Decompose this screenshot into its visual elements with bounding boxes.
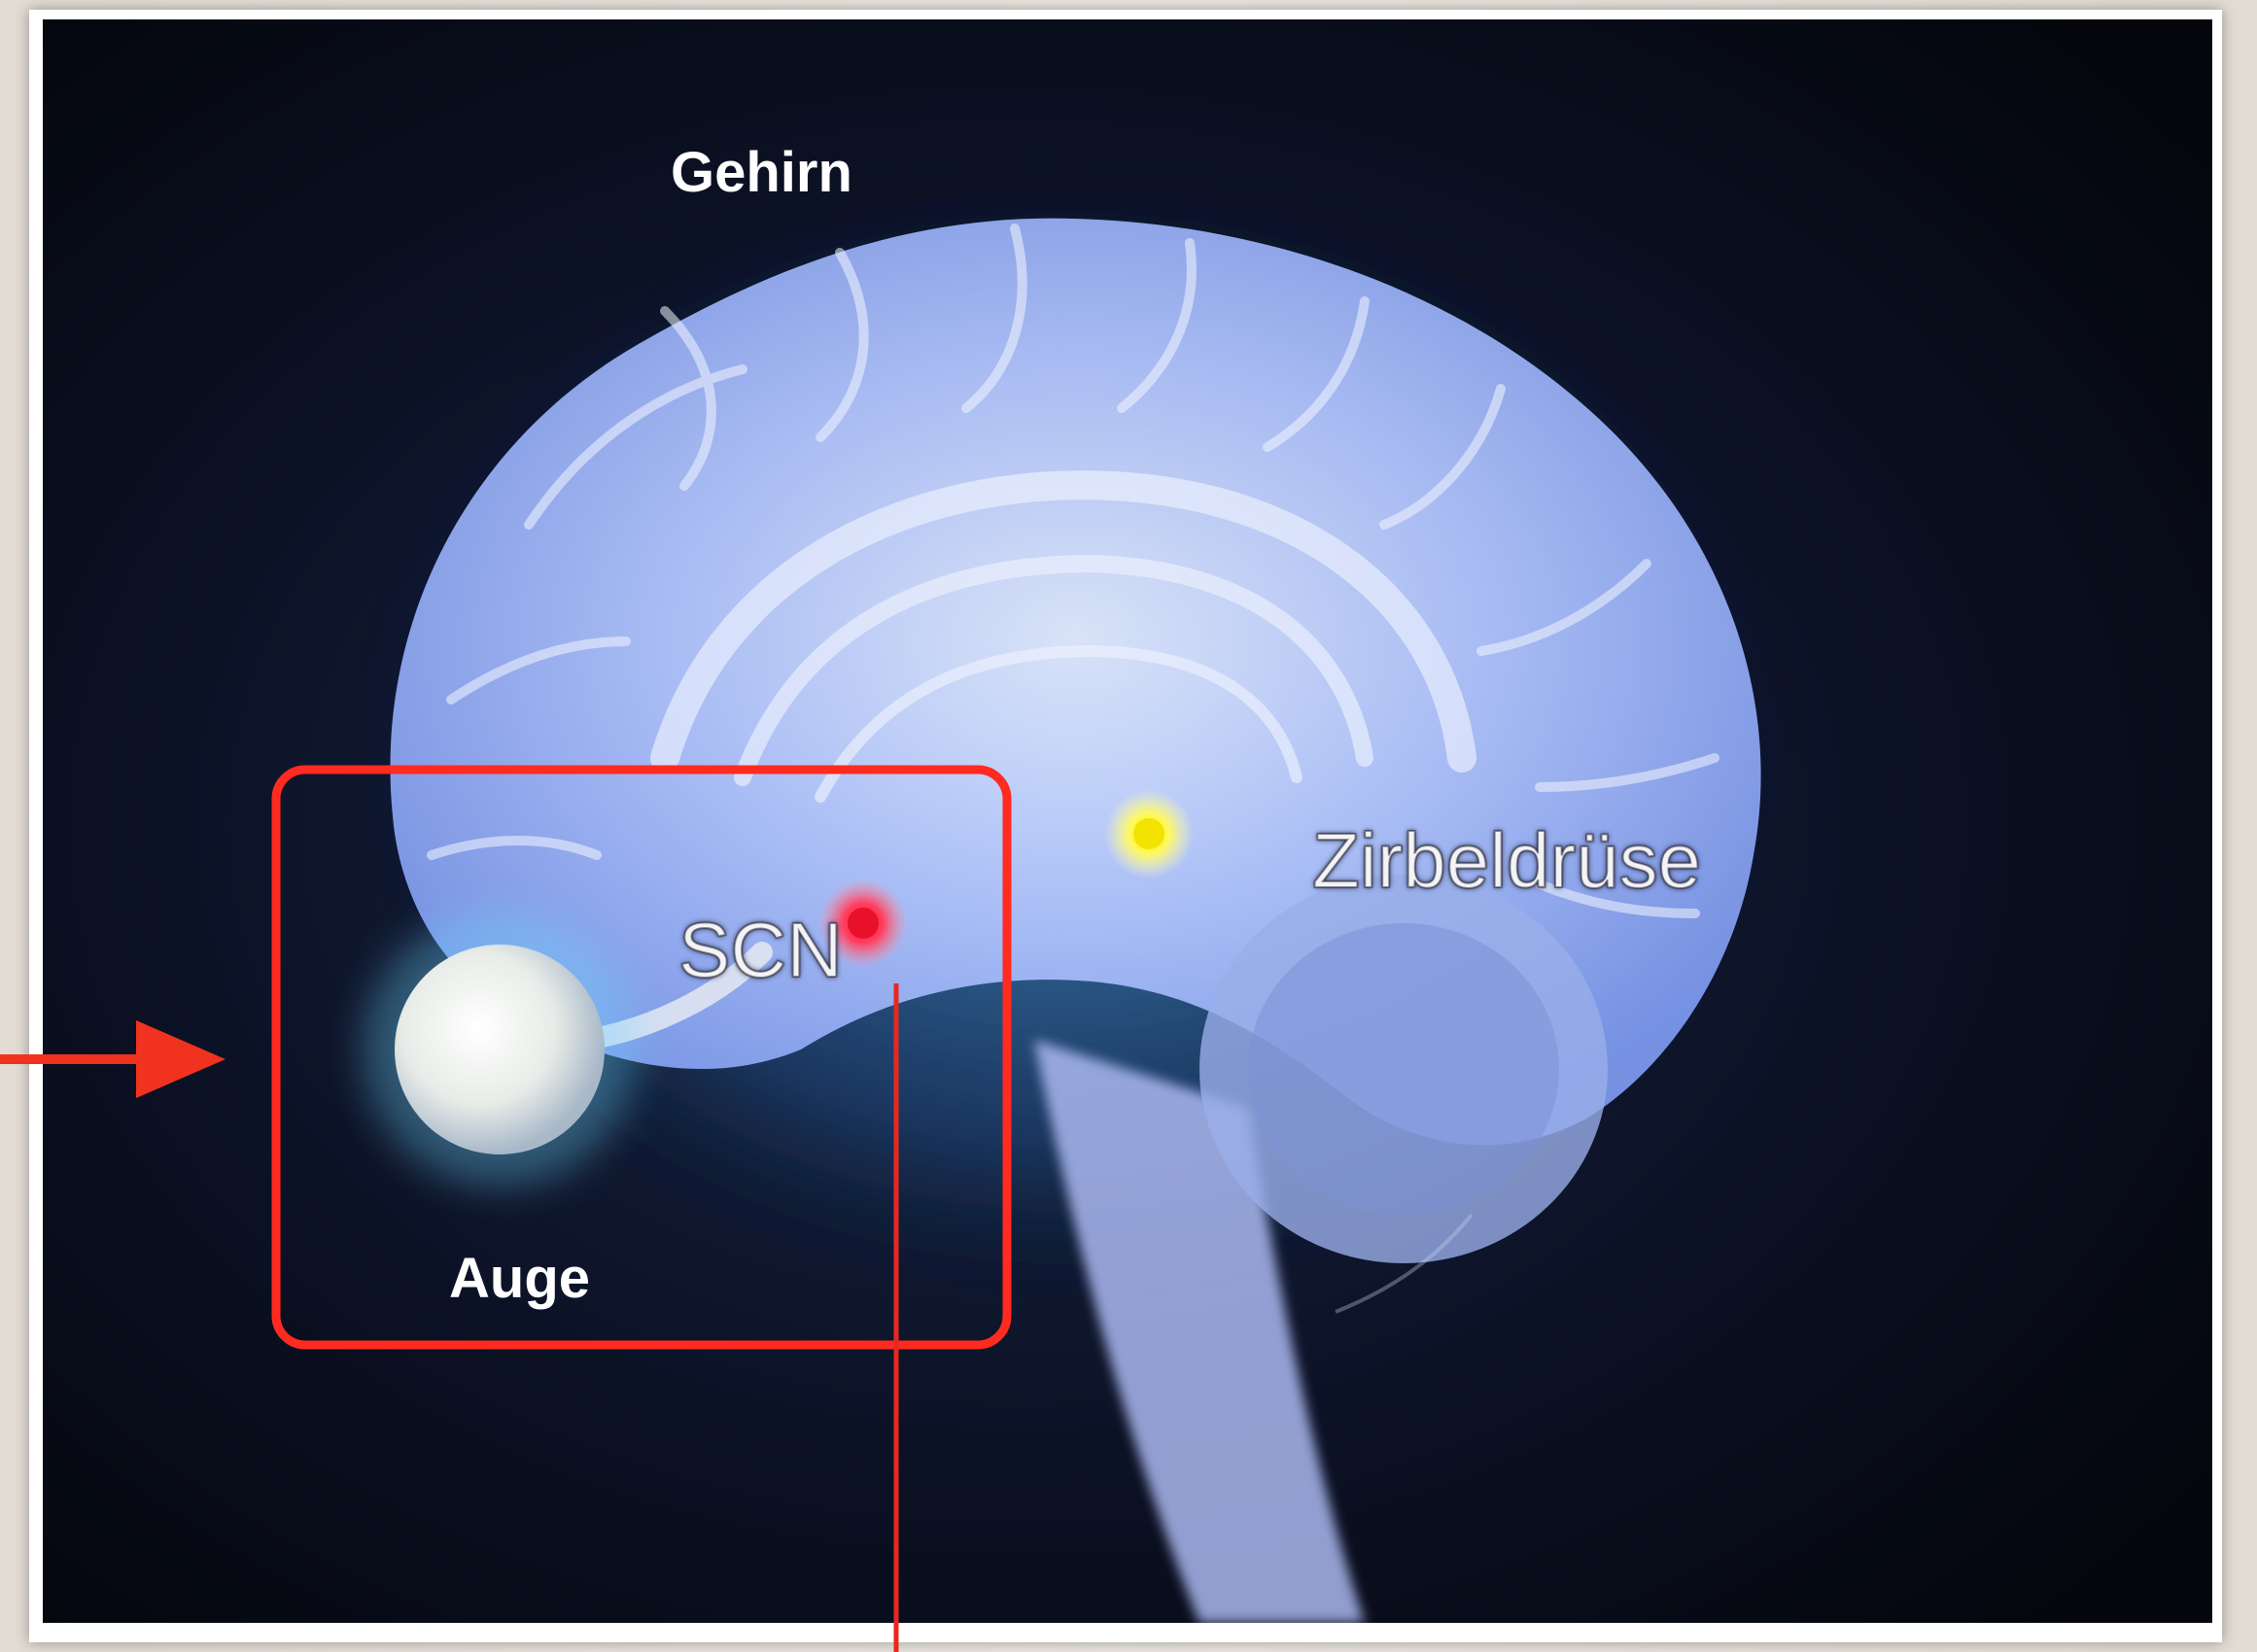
label-scn: SCN <box>678 906 843 995</box>
label-gehirn: Gehirn <box>671 140 852 205</box>
label-zirbeldruese: Zirbeldrüse <box>1312 816 1701 906</box>
brain-drawing <box>43 19 2212 1623</box>
label-auge: Auge <box>449 1246 590 1311</box>
brain-illustration: Gehirn SCN Zirbeldrüse Auge <box>43 19 2212 1623</box>
